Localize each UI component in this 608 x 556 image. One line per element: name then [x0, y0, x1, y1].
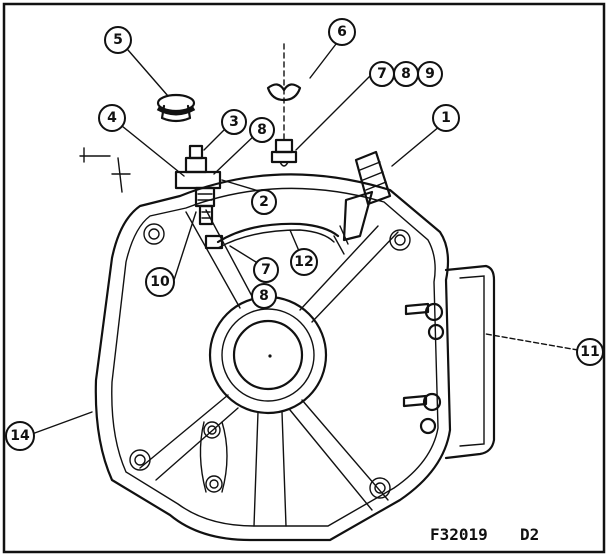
svg-text:14: 14 — [10, 428, 30, 444]
wire-lead — [216, 222, 340, 244]
top-screw — [270, 138, 298, 167]
stud-assembly — [174, 144, 222, 226]
svg-text:9: 9 — [425, 66, 435, 82]
svg-text:8: 8 — [401, 66, 411, 82]
lug-terminal — [204, 234, 224, 250]
bushing — [156, 93, 196, 123]
svg-text:2: 2 — [259, 194, 269, 210]
callout-8-mid: 8 — [249, 117, 275, 143]
svg-text:12: 12 — [294, 254, 313, 270]
end-bell-housing — [94, 173, 452, 542]
revision-code: D2 — [520, 525, 539, 544]
callout-14: 14 — [5, 421, 35, 451]
callout-1: 1 — [432, 104, 460, 132]
svg-text:3: 3 — [229, 114, 239, 130]
svg-text:8: 8 — [257, 122, 267, 138]
callout-7-bottom: 7 — [253, 257, 279, 283]
callout-2: 2 — [251, 189, 277, 215]
leader-lines — [31, 43, 579, 435]
svg-text:8: 8 — [259, 288, 269, 304]
document-id: F32019 — [430, 525, 488, 544]
callout-12: 12 — [290, 248, 318, 276]
wing-nut — [266, 43, 302, 141]
reference-mark — [79, 147, 131, 193]
svg-text:7: 7 — [261, 262, 271, 278]
callout-6: 6 — [328, 18, 356, 46]
callout-10: 10 — [145, 267, 175, 297]
brush-holder-plate — [402, 264, 496, 460]
callout-8-bottom: 8 — [251, 283, 277, 309]
callout-9: 9 — [417, 61, 443, 87]
svg-text:10: 10 — [150, 274, 170, 290]
callout-5: 5 — [104, 26, 132, 54]
terminal-plug — [333, 150, 392, 255]
callout-4: 4 — [98, 104, 126, 132]
callout-11: 11 — [576, 338, 604, 366]
svg-text:4: 4 — [107, 110, 117, 126]
svg-text:1: 1 — [441, 110, 451, 126]
svg-text:5: 5 — [113, 32, 123, 48]
svg-text:11: 11 — [580, 344, 599, 360]
svg-text:6: 6 — [337, 24, 347, 40]
callout-3: 3 — [221, 109, 247, 135]
svg-text:7: 7 — [377, 66, 387, 82]
callout-8-top: 8 — [393, 61, 419, 87]
callout-7-top: 7 — [369, 61, 395, 87]
